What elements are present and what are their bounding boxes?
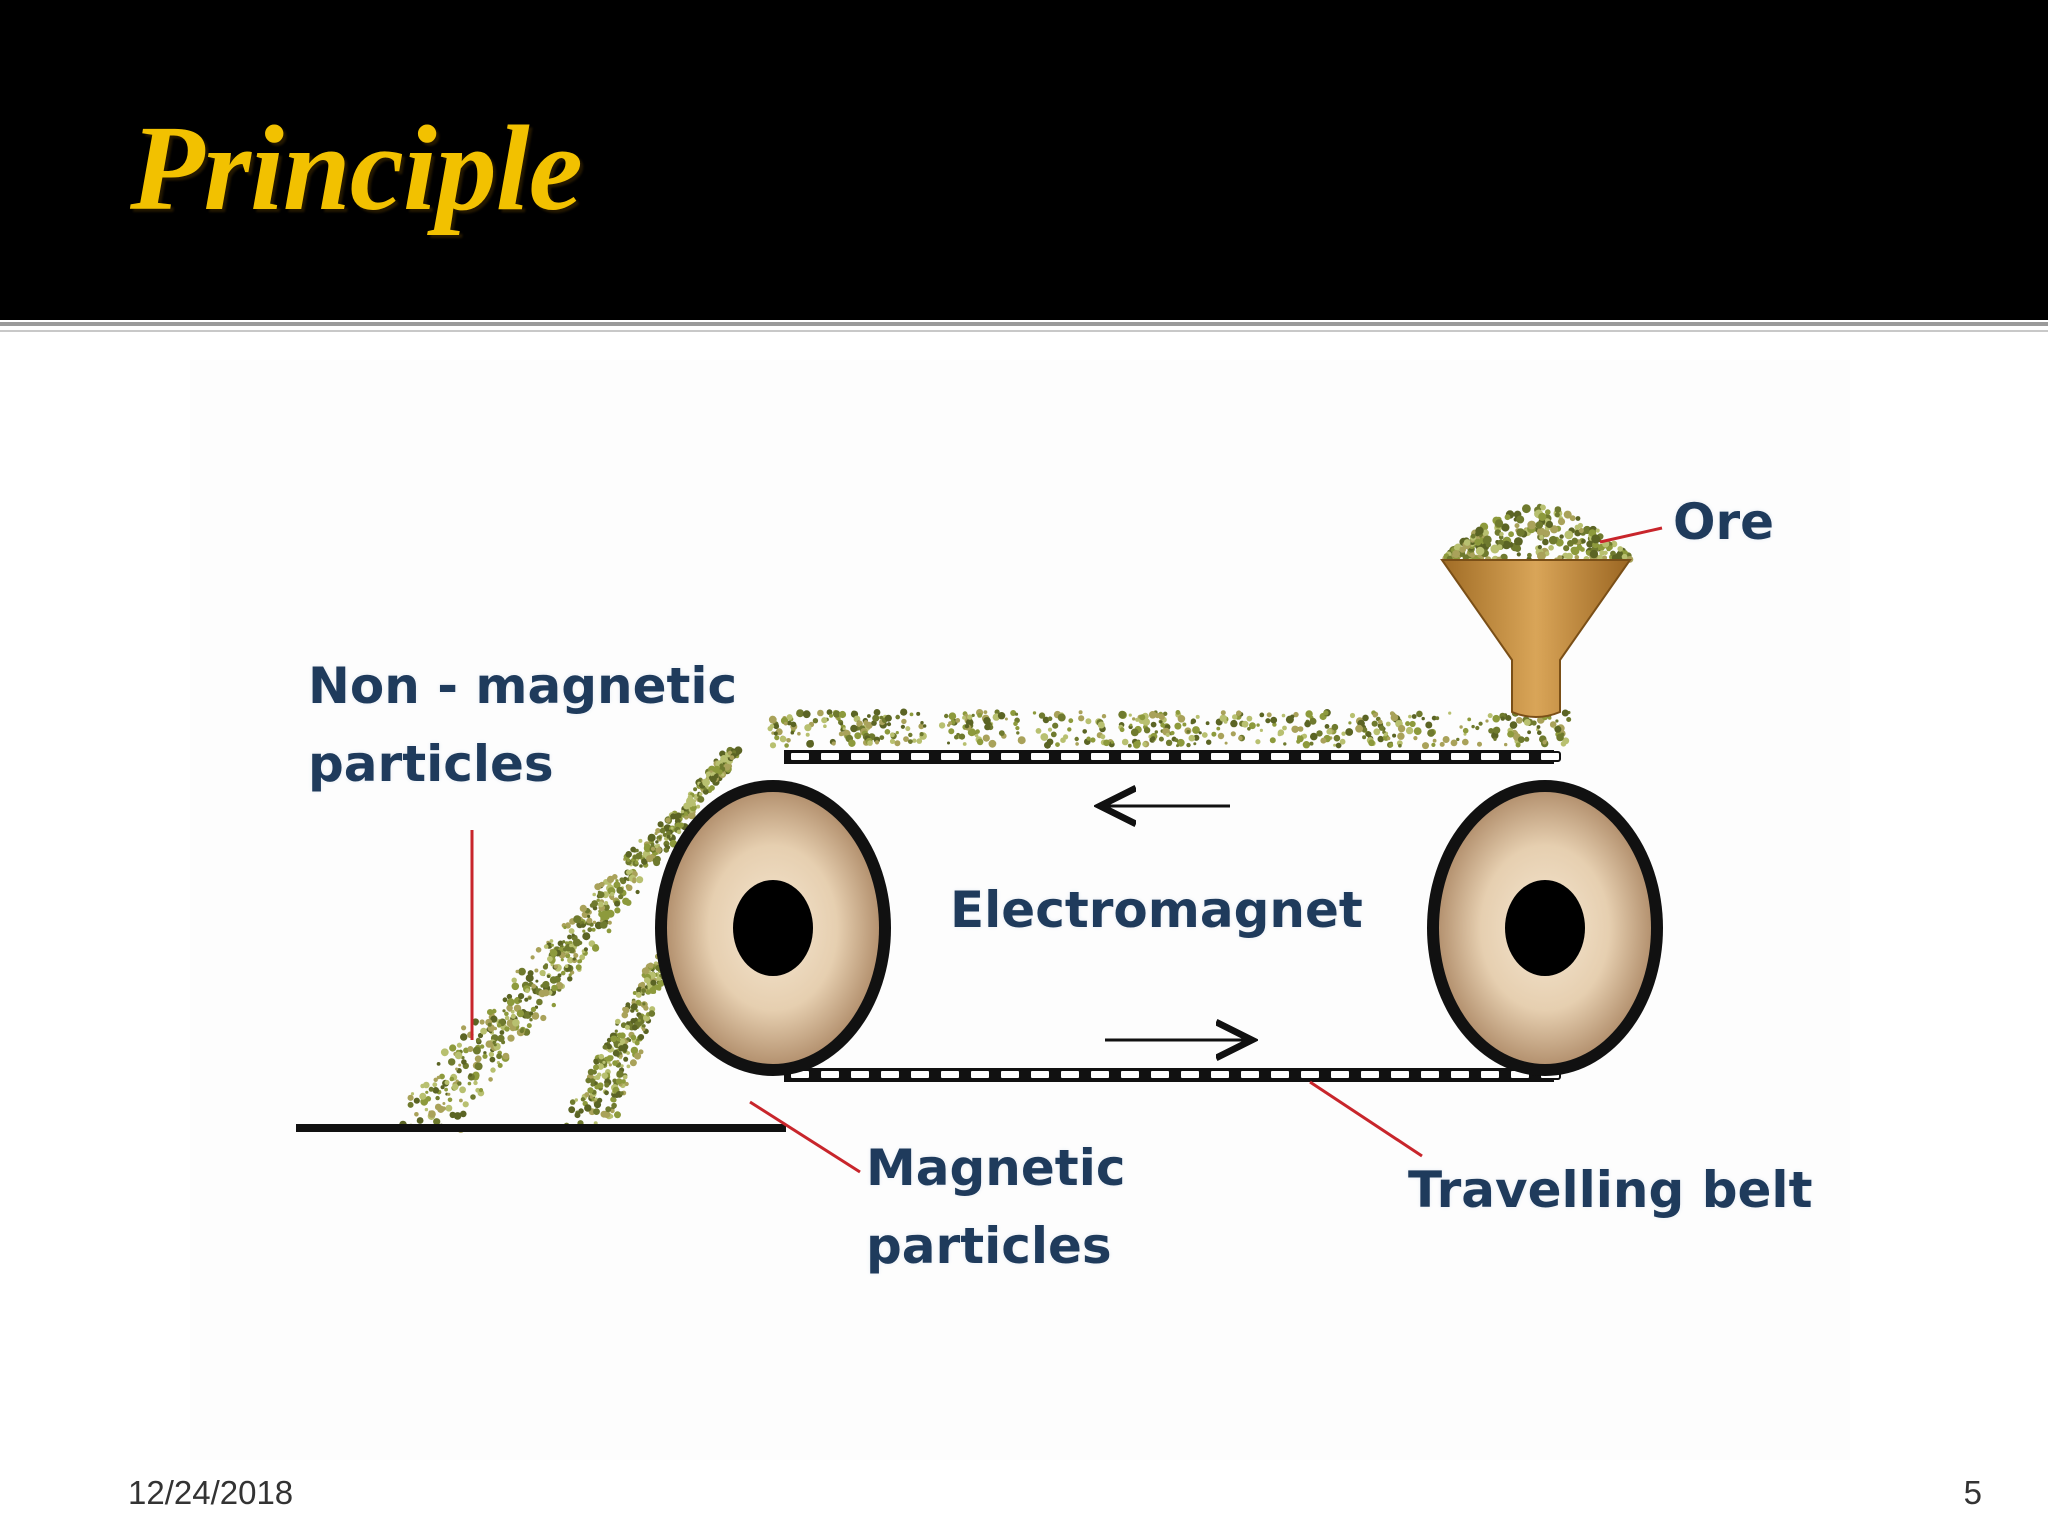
magnetic-label-line2: particles — [866, 1217, 1112, 1275]
header-divider-thin — [0, 330, 2048, 332]
non-magnetic-label-line2: particles — [308, 735, 554, 793]
slide-date: 12/24/2018 — [128, 1474, 294, 1511]
ore-label: Ore — [1673, 493, 1775, 551]
diagram-canvas — [296, 503, 1663, 1174]
leader-lines — [470, 526, 1663, 1174]
magnetic-label-line1: Magnetic — [866, 1139, 1126, 1197]
electromagnet-label: Electromagnet — [950, 881, 1363, 939]
ore-pile — [1442, 503, 1634, 564]
travelling-belt — [784, 750, 1561, 1082]
header-divider — [0, 322, 2048, 326]
non-magnetic-particle-stream — [399, 746, 743, 1133]
ground-line — [296, 1124, 786, 1132]
right-roller — [1427, 780, 1663, 1076]
slide-header — [0, 0, 2048, 320]
travelling-belt-label: Travelling belt — [1408, 1161, 1813, 1219]
slide-page-number: 5 — [1963, 1474, 1982, 1511]
slide-title: Principle — [130, 101, 583, 236]
ore-particles-on-belt — [767, 708, 1572, 750]
left-roller — [655, 780, 891, 1076]
magnetic-separator-diagram: Ore Non - magnetic particles Electromagn… — [190, 360, 1850, 1460]
hopper-funnel — [1440, 559, 1632, 718]
non-magnetic-label-line1: Non - magnetic — [308, 657, 738, 715]
